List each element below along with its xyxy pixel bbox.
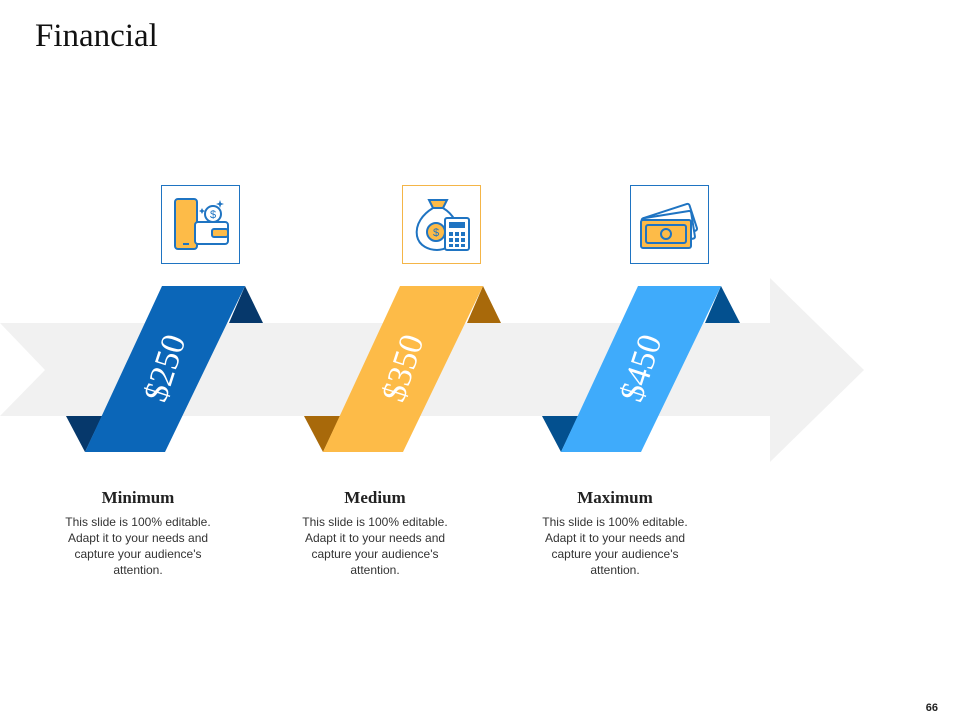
tier-description: This slide is 100% editable. Adapt it to…	[542, 515, 688, 577]
svg-text:$: $	[210, 209, 216, 221]
ribbon-fold-top	[705, 286, 740, 323]
ribbon-fold-bottom	[66, 416, 102, 452]
svg-text:$: $	[433, 227, 439, 239]
ribbon-maximum: $450	[542, 286, 740, 452]
tier-card-minimum: Minimum This slide is 100% editable. Ada…	[53, 488, 223, 578]
ribbon-fold-top	[467, 286, 501, 323]
tier-label: Maximum	[577, 488, 653, 507]
tier-description: This slide is 100% editable. Adapt it to…	[65, 515, 211, 577]
tier-card-maximum: Maximum This slide is 100% editable. Ada…	[530, 488, 700, 578]
tier-description: This slide is 100% editable. Adapt it to…	[302, 515, 448, 577]
cash-banknotes-icon	[630, 185, 709, 264]
page-number: 66	[925, 702, 938, 714]
ribbon-body	[323, 286, 483, 452]
ribbon-fold-top	[229, 286, 263, 323]
money-bag-calculator-icon: $	[402, 185, 481, 264]
ribbon-fold-bottom	[542, 416, 578, 452]
ribbon-fold-bottom	[304, 416, 340, 452]
tier-label: Minimum	[101, 488, 175, 507]
mobile-wallet-icon: $	[161, 185, 240, 264]
ribbon-body	[561, 286, 721, 452]
ribbon-minimum: $250	[66, 286, 263, 452]
tier-label: Medium	[344, 488, 406, 507]
ribbon-medium: $350	[304, 286, 501, 452]
tier-card-medium: Medium This slide is 100% editable. Adap…	[290, 488, 460, 578]
ribbon-body	[85, 286, 245, 452]
slide-title: Financial	[35, 18, 158, 54]
